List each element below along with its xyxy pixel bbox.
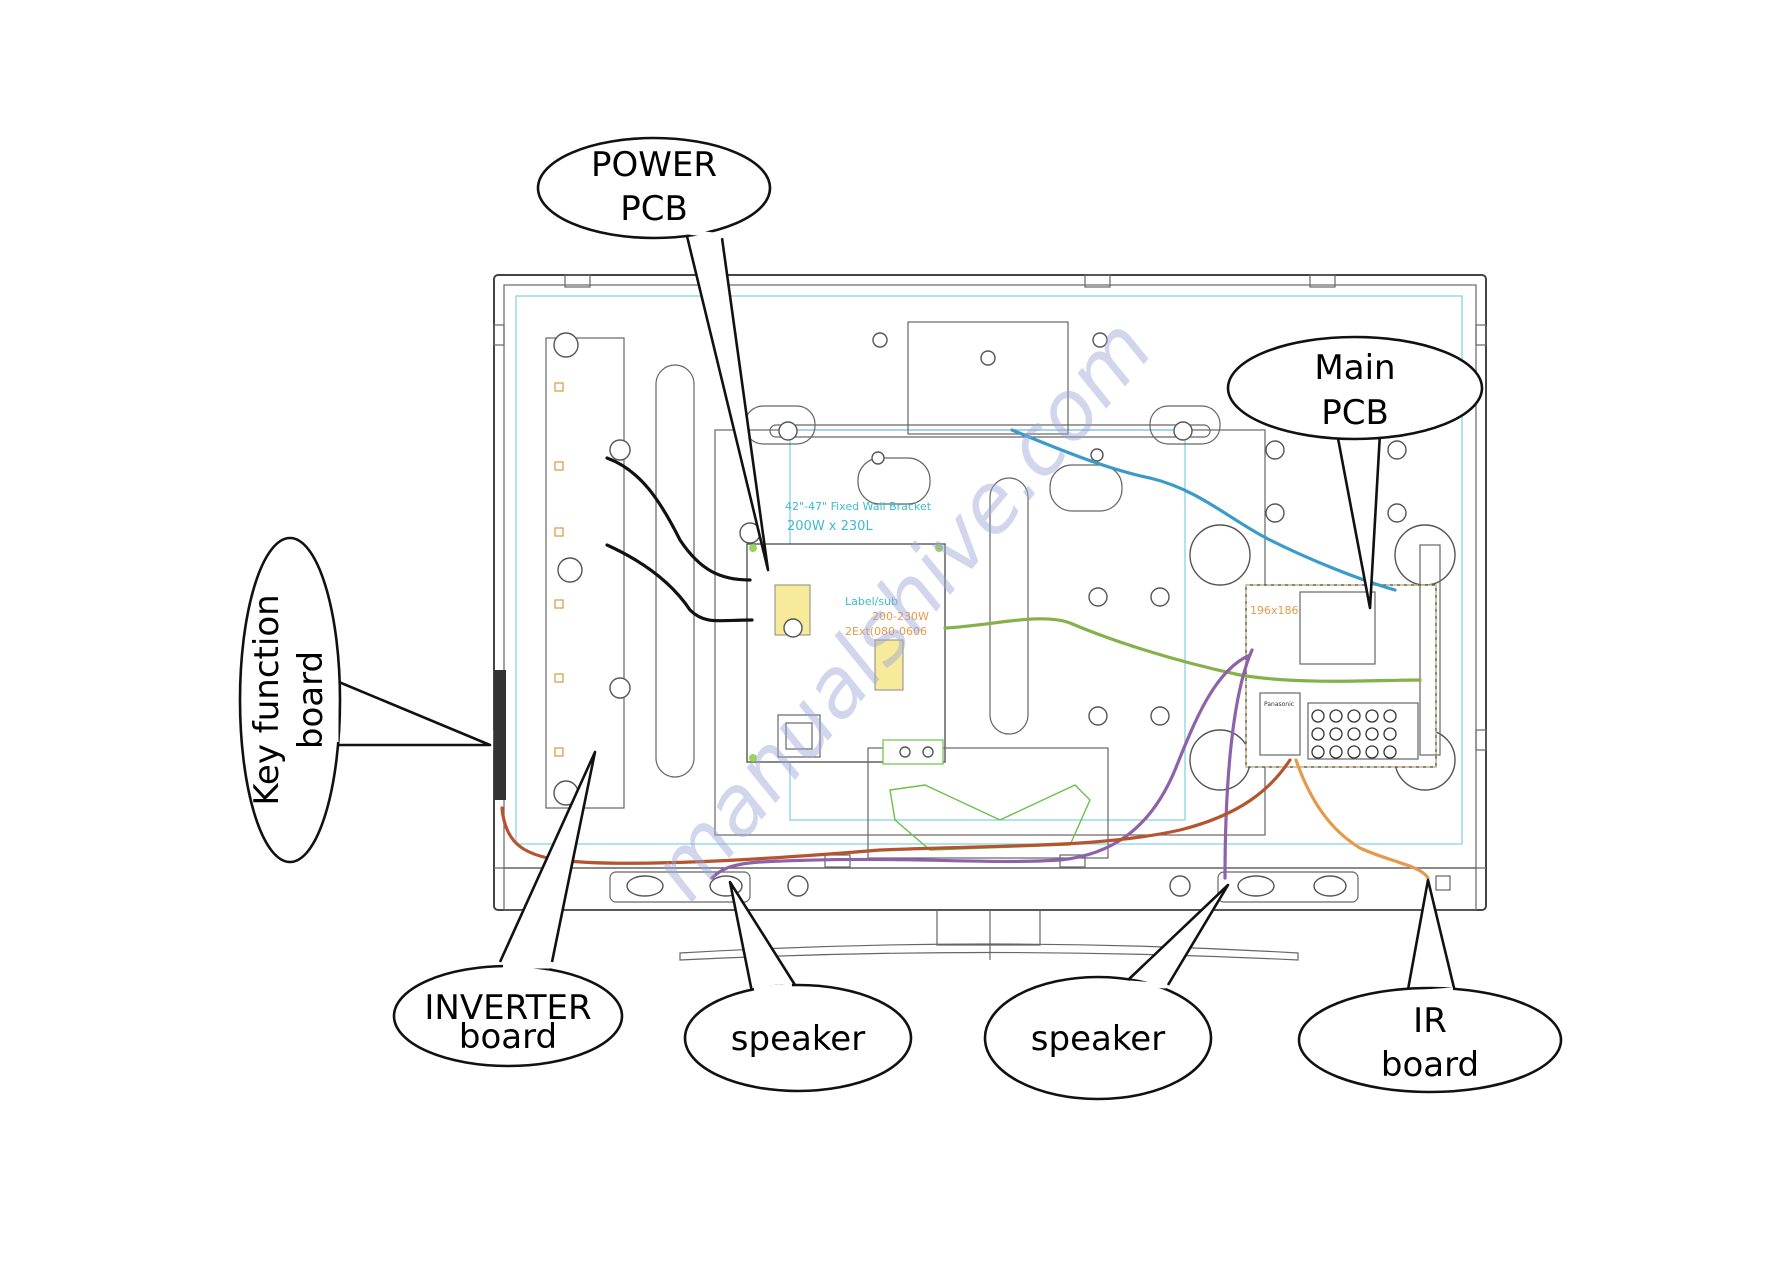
callout-speaker-right-text: speaker <box>1031 1019 1165 1059</box>
power-pcb-board: Label/sub 200-230W 2Ext(080-0606 <box>746 543 946 763</box>
inverter-board-outline <box>545 332 625 809</box>
stand-bracket <box>867 739 1109 859</box>
power-label-1: Label/sub <box>845 595 898 608</box>
key-function-board-part <box>494 670 506 800</box>
tv-stand <box>679 910 1299 961</box>
main-pcb-board: 196x186 Panasonic <box>1245 544 1441 768</box>
callout-main-line2: PCB <box>1321 393 1389 433</box>
callout-inverter-line2: board <box>459 1017 557 1057</box>
callout-main-pcb: Main PCB <box>1226 335 1484 610</box>
mount-label-2: 200W x 230L <box>787 519 873 534</box>
callout-ir-line1: IR <box>1413 1001 1447 1041</box>
callout-speaker-left-text: speaker <box>731 1019 865 1059</box>
callout-power-line2: PCB <box>620 189 688 229</box>
main-pcb-label: 196x186 <box>1250 604 1299 617</box>
callout-ir-board: IR board <box>1297 878 1563 1094</box>
callout-key-line1: Key function <box>247 594 287 805</box>
callout-main-line1: Main <box>1314 348 1395 388</box>
callout-speaker-right: speaker <box>983 883 1230 1101</box>
callout-ir-line2: board <box>1381 1045 1479 1085</box>
callout-inverter-line1: INVERTER <box>424 988 591 1028</box>
main-pcb-brand: Panasonic <box>1264 701 1294 708</box>
callout-power-line1: POWER <box>591 145 717 185</box>
callout-speaker-left: speaker <box>683 880 913 1093</box>
callout-key-function: Key function board <box>238 536 492 864</box>
callout-key-line2: board <box>291 651 331 749</box>
power-label-2: 200-230W <box>872 610 929 623</box>
speaker-rail <box>503 867 1477 911</box>
mount-label-1: 42"-47" Fixed Wall Bracket <box>785 500 932 513</box>
power-label-3: 2Ext(080-0606 <box>845 625 927 638</box>
callout-inverter: INVERTER board <box>392 750 624 1068</box>
callout-power-pcb: POWER PCB <box>536 136 772 572</box>
